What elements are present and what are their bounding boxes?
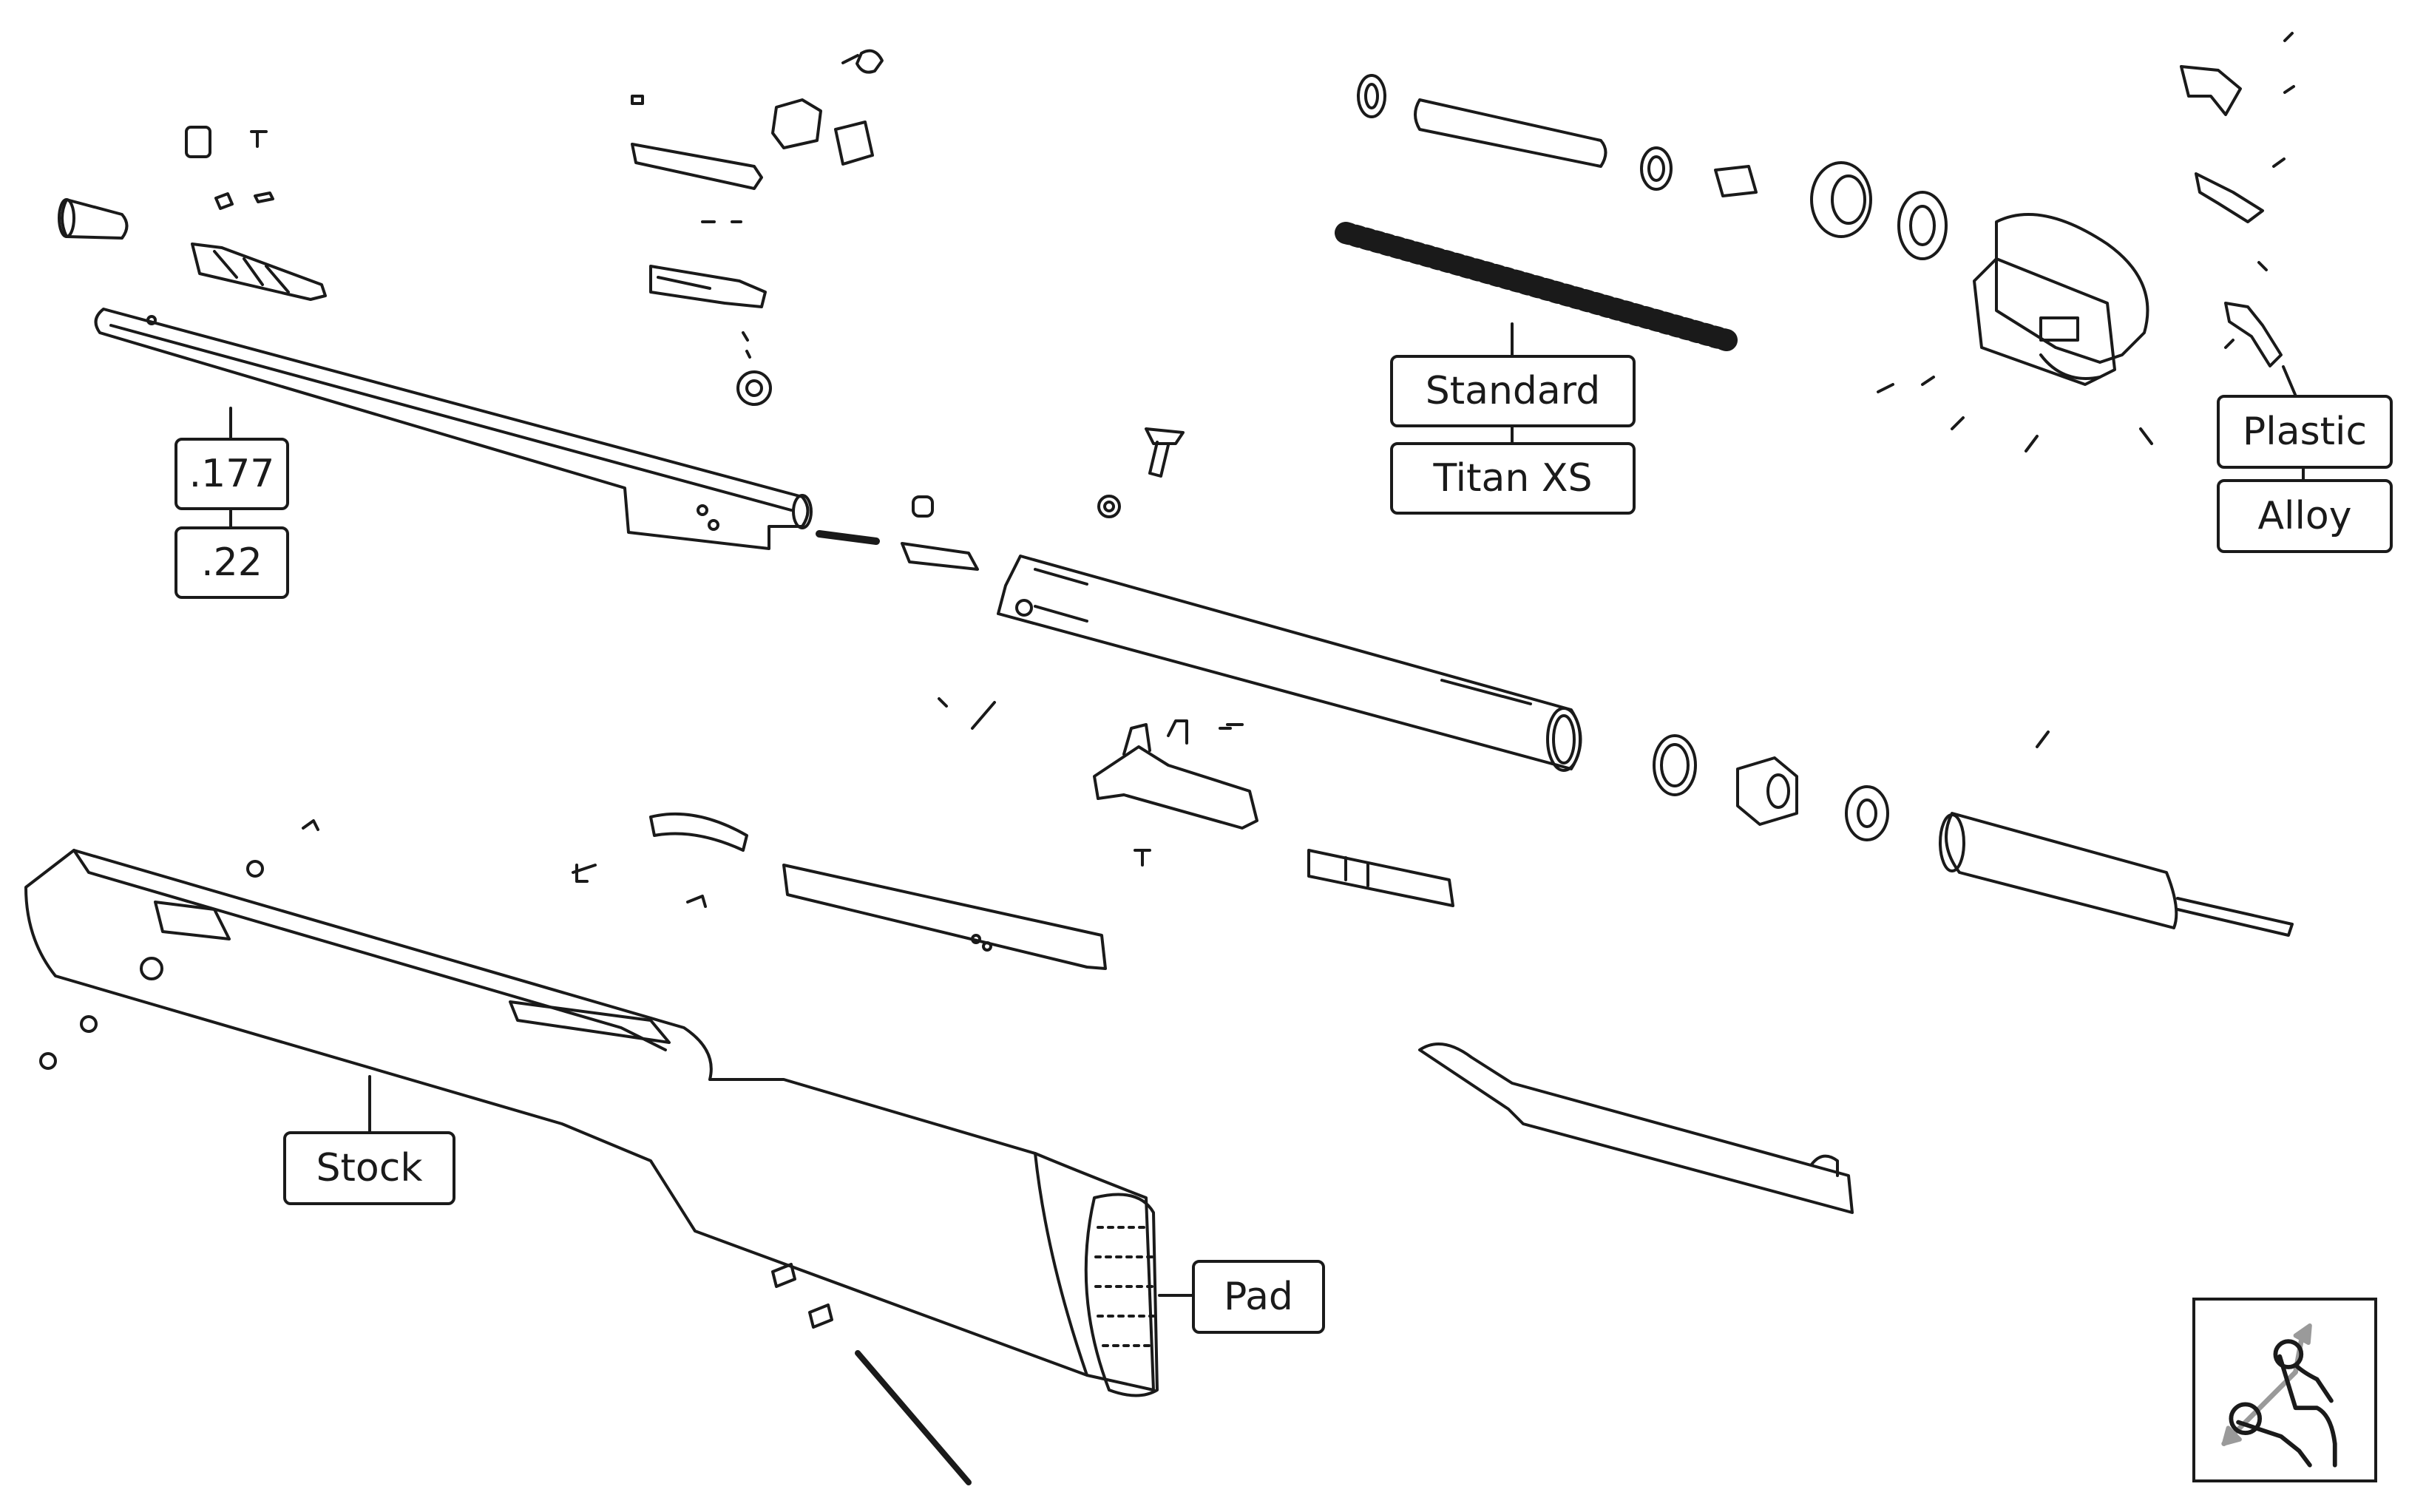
pinch-zoom-button[interactable] [2192,1298,2377,1482]
spring-standard-label[interactable]: Standard [1390,355,1636,427]
stock-label[interactable]: Stock [283,1131,455,1205]
trigger-pins [1877,32,2295,452]
trigger-blades[interactable] [2180,65,2283,367]
trigger-alloy-label[interactable]: Alloy [2217,479,2393,553]
rear-sight-parts[interactable] [631,49,884,406]
stock[interactable] [24,849,1155,1391]
trigger-guard[interactable] [649,812,748,852]
spring-titan-xs-label[interactable]: Titan XS [1390,442,1636,515]
trigger-housing[interactable] [1973,213,2149,386]
barrel-caliber-177-label[interactable]: .177 [175,438,289,510]
butt-pad[interactable] [1084,1193,1159,1397]
front-sight[interactable] [191,243,327,301]
side-rail[interactable] [782,864,1107,970]
compression-cylinder[interactable] [997,555,1582,772]
barrel-sleeve[interactable] [58,198,129,240]
piston-seals[interactable] [1653,734,1889,841]
breech-spring-parts [816,427,1185,571]
pad-label[interactable]: Pad [1192,1260,1325,1334]
piston[interactable] [1939,730,2294,937]
spring-washers [1357,74,1948,260]
rear-pins [938,697,1232,730]
leader-lines [229,322,2305,1297]
mainspring[interactable] [1335,222,1738,351]
sight-small-parts [185,126,274,210]
piston-rod[interactable] [1307,849,1454,907]
cocking-lever[interactable] [1418,1043,1854,1214]
barrel[interactable] [94,308,813,550]
stock-screws [39,819,972,1485]
trigger-block[interactable] [1093,719,1258,867]
spring-guide-tube[interactable] [1414,98,1607,168]
barrel-caliber-22-label[interactable]: .22 [175,526,289,599]
trigger-plastic-label[interactable]: Plastic [2217,395,2393,469]
pinch-zoom-icon [2221,1323,2337,1468]
